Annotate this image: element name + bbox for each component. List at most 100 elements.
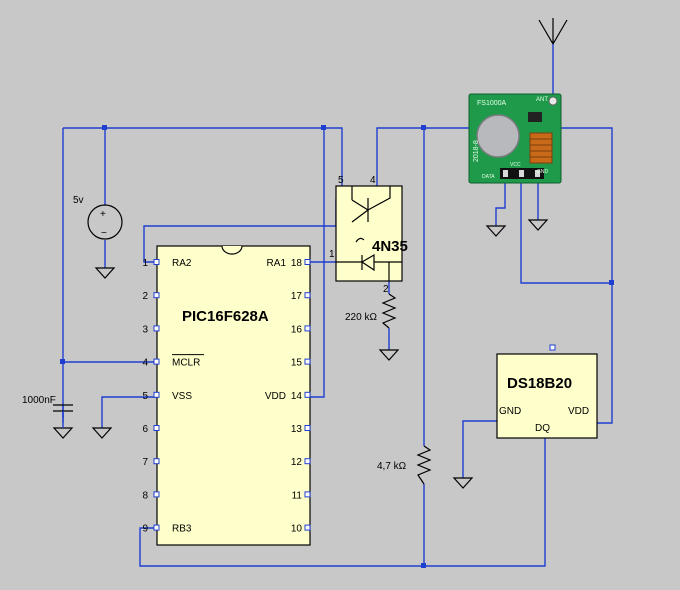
resistor1-value: 220 kΩ xyxy=(345,312,377,323)
junction-dot xyxy=(60,359,65,364)
junction-dot xyxy=(421,563,426,568)
junctions xyxy=(60,125,614,568)
pic-pin-marker xyxy=(304,325,311,332)
ground-icon xyxy=(91,427,113,439)
pic-pin-marker xyxy=(304,292,311,299)
pic-pin-label: RA2 xyxy=(172,258,192,269)
capacitor: 1000nF xyxy=(22,395,73,428)
pic-pin-marker xyxy=(304,358,311,365)
plus-sign: + xyxy=(100,209,106,220)
pic-pin-number: 4 xyxy=(142,358,148,369)
wire-sensor-gnd xyxy=(462,420,497,478)
opto-pin4: 4 xyxy=(370,175,376,186)
rf-silk-data: DATA xyxy=(482,174,495,180)
ic-icon xyxy=(528,112,542,122)
junction-dot xyxy=(321,125,326,130)
pic-pin-number: 16 xyxy=(291,324,303,335)
capacitor-value: 1000nF xyxy=(22,395,56,406)
source-value: 5v xyxy=(73,195,84,206)
pic-pin-number: 11 xyxy=(292,490,303,501)
pic-pin-label: VSS xyxy=(172,391,192,402)
wire-vss xyxy=(101,396,157,428)
minus-sign: − xyxy=(101,228,107,239)
pic-pin-marker xyxy=(153,524,160,531)
optocoupler: 5 4 1 2 4N35 xyxy=(329,175,408,295)
pic-pin-marker xyxy=(153,425,160,431)
pic-pin-marker xyxy=(153,358,160,365)
resistor-220k: 220 kΩ xyxy=(345,293,397,329)
pic-pin-marker xyxy=(153,259,160,265)
ground-icon xyxy=(52,427,74,439)
coil-icon xyxy=(529,132,553,164)
resistor2-value: 4,7 kΩ xyxy=(377,461,407,472)
sensor-dq-label: DQ xyxy=(535,423,550,434)
ground-icon xyxy=(452,477,474,489)
antenna-pad-icon xyxy=(548,96,558,106)
opto-pin2: 2 xyxy=(383,284,389,295)
pic-pin-marker xyxy=(153,458,160,465)
wire-ra2 xyxy=(143,127,343,263)
antenna-icon xyxy=(538,18,568,45)
rf-silk-vcc: VCC xyxy=(510,162,521,168)
sensor-pin xyxy=(549,344,556,351)
pic-pin-label: VDD xyxy=(265,391,286,402)
junction-dot xyxy=(102,125,107,130)
sensor-name: DS18B20 xyxy=(507,375,572,392)
pic-chip: PIC16F628A xyxy=(156,245,311,546)
rf-silk-top: FS1000A xyxy=(477,100,507,107)
wire-vdd xyxy=(310,128,325,398)
pic-pin-marker xyxy=(153,325,160,332)
pic-pin-marker xyxy=(304,524,311,531)
pic-name: PIC16F628A xyxy=(182,308,269,325)
pic-pin-marker xyxy=(153,491,160,498)
pic-pin-number: 15 xyxy=(291,358,303,369)
pic-pin-number: 18 xyxy=(291,258,303,269)
junction-dot xyxy=(421,125,426,130)
pic-pin-marker xyxy=(304,425,311,431)
pic-pin-number: 3 xyxy=(142,324,148,335)
pic-pin-number: 6 xyxy=(142,424,148,435)
ground-icon xyxy=(94,267,116,279)
pic-pin-marker xyxy=(153,391,160,398)
sensor-vdd-label: VDD xyxy=(568,406,589,417)
wire-opto-pin4 xyxy=(376,127,474,186)
junction-dot xyxy=(609,280,614,285)
resistor-4k7: 4,7 kΩ xyxy=(377,445,432,485)
wires xyxy=(62,44,613,567)
voltage-source: + − 5v xyxy=(73,195,123,240)
wire-right-rail xyxy=(553,127,613,424)
ds18b20-sensor: DS18B20 GND VDD DQ xyxy=(496,344,598,439)
wire-bottom-rail xyxy=(139,438,546,567)
opto-pin5: 5 xyxy=(338,175,344,186)
opto-pin1: 1 xyxy=(329,249,335,260)
pic-pin-number: 9 xyxy=(142,524,148,535)
pic-pin-number: 10 xyxy=(291,524,303,535)
sensor-gnd-label: GND xyxy=(499,406,521,417)
pic-pin-number: 8 xyxy=(142,490,148,501)
pic-pin-marker xyxy=(304,458,311,465)
wire-rf-data xyxy=(495,183,506,226)
pic-pin-marker xyxy=(153,292,160,299)
pic-pin-marker xyxy=(304,259,311,265)
pic-pin-label: RA1 xyxy=(267,258,287,269)
ground-icon xyxy=(485,225,507,237)
rf-silk-side: 2018-8 xyxy=(473,140,480,162)
opto-name: 4N35 xyxy=(372,238,408,255)
ground-icon xyxy=(378,349,400,361)
pic-pin-number: 7 xyxy=(142,457,148,468)
pic-pin-number: 5 xyxy=(142,391,148,402)
pic-pin-marker xyxy=(304,391,311,398)
pic-pin-number: 13 xyxy=(291,424,303,435)
ground-icon xyxy=(527,219,549,231)
pic-pin-number: 1 xyxy=(142,258,148,269)
pic-pin-number: 14 xyxy=(291,391,303,402)
pic-pin-marker xyxy=(304,491,311,498)
pic-pin-label: MCLR xyxy=(172,358,200,369)
pic-pin-number: 2 xyxy=(142,291,148,302)
resonator-icon xyxy=(476,114,520,158)
wire-rf-vcc xyxy=(520,183,612,284)
rf-silk-ant: ANT xyxy=(536,97,548,103)
rf-silk-gnd: GND xyxy=(537,169,549,175)
